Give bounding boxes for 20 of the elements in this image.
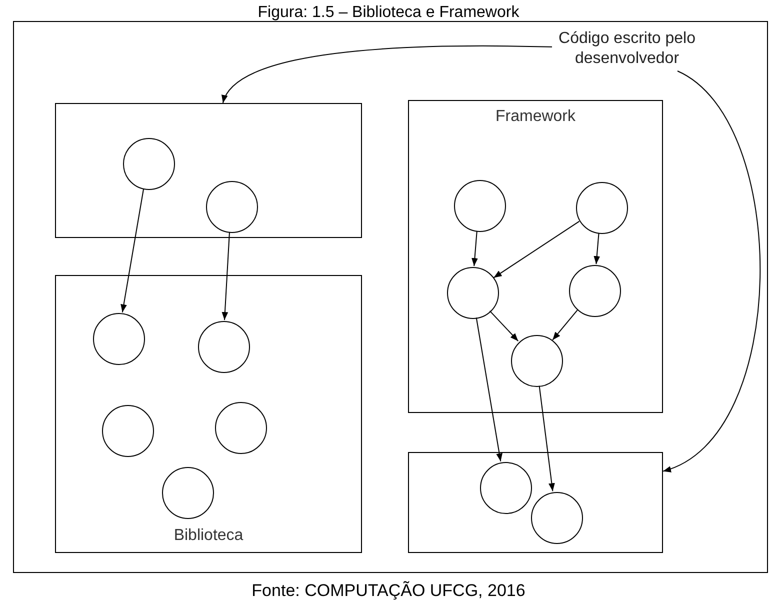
figure-title: Figura: 1.5 – Biblioteca e Framework (256, 3, 520, 23)
box-title: Framework (494, 107, 576, 127)
arrow (538, 385, 555, 492)
arrow (120, 188, 144, 313)
rectangle-box (408, 100, 663, 413)
arrow (594, 232, 600, 265)
arrow (476, 317, 502, 462)
arrow (472, 230, 478, 267)
rectangle-box (408, 452, 663, 553)
curved-arrow (222, 45, 552, 104)
annotation-text: Código escrito pelo desenvolvedor (558, 29, 696, 69)
box-title: Biblioteca (172, 526, 244, 546)
arrow (493, 220, 580, 278)
arrow (552, 310, 578, 340)
rectangle-box (55, 275, 362, 553)
curved-arrow (662, 70, 761, 472)
figure-caption: Fonte: COMPUTAÇÃO UFCG, 2016 (250, 580, 526, 602)
arrow (489, 310, 519, 342)
arrow (222, 231, 230, 321)
rectangle-box (55, 103, 362, 238)
